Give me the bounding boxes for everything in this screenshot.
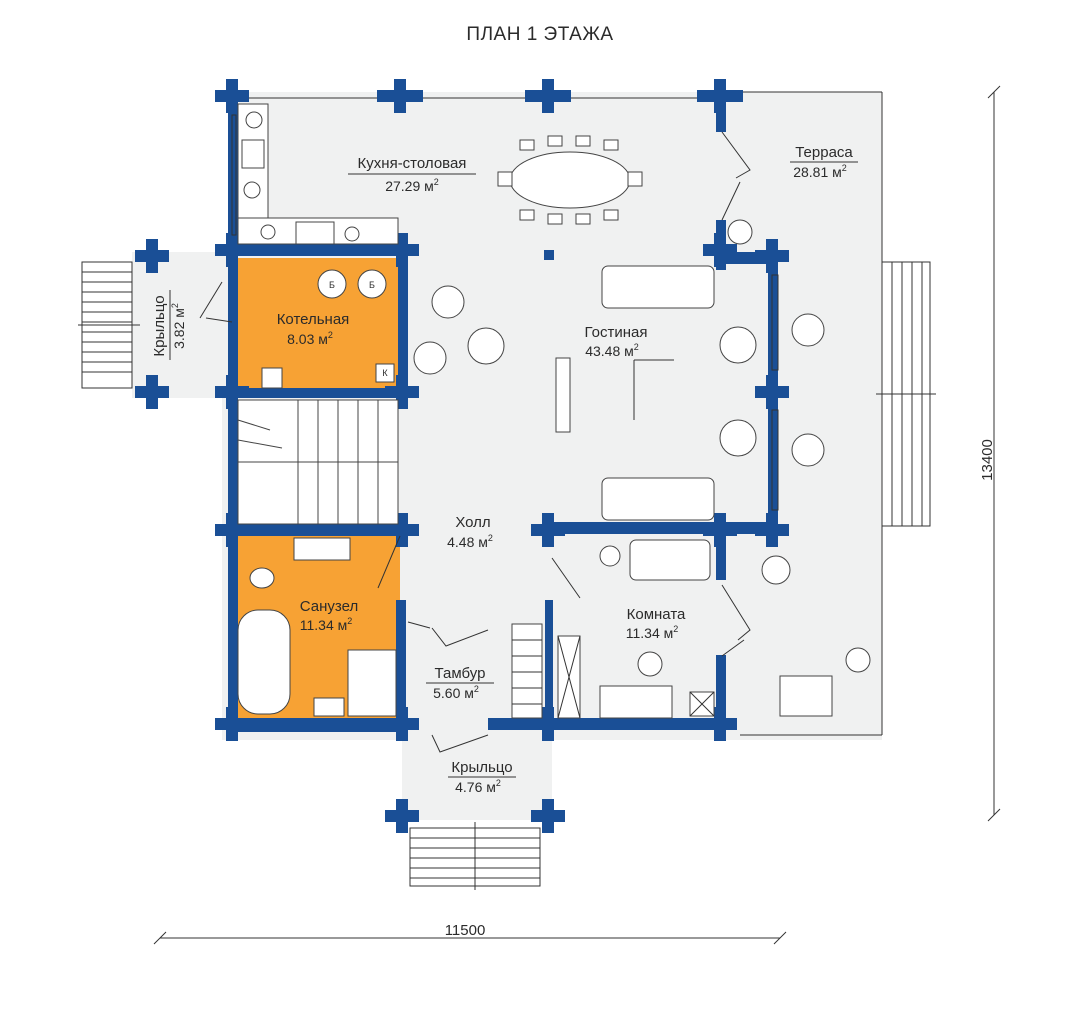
front-porch-area: 4.76 м2 — [455, 778, 501, 795]
room-name: Комната — [627, 606, 686, 623]
bathroom-area: 11.34 м2 — [300, 616, 353, 633]
width-dimension: 11500 — [445, 922, 486, 939]
height-dimension: 13400 — [979, 439, 996, 481]
living-area: 43.48 м2 — [585, 342, 639, 359]
kitchen-furniture — [237, 103, 643, 245]
coffee-table — [555, 357, 571, 433]
boiler-label-1: Б — [329, 280, 335, 290]
front-porch-area — [402, 730, 552, 820]
front-porch-steps — [409, 822, 541, 890]
vestibule-area: 5.60 м2 — [433, 684, 479, 701]
bathroom-name: Санузел — [300, 598, 358, 615]
terrace-steps — [876, 261, 936, 527]
boiler-area: 8.03 м2 — [287, 330, 333, 347]
hall-fixtures — [511, 623, 581, 719]
boiler-label-k: К — [382, 368, 388, 378]
wall-corner-posts — [135, 79, 789, 833]
living-furniture — [413, 265, 757, 521]
kitchen-name: Кухня-столовая — [358, 155, 467, 172]
kitchen-area: 27.29 м2 — [385, 177, 439, 194]
terrace-name: Терраса — [795, 144, 853, 161]
sofa-top — [601, 265, 715, 309]
plan-title: ПЛАН 1 ЭТАЖА — [466, 24, 613, 45]
left-porch-area — [132, 252, 224, 398]
front-porch-name: Крыльцо — [451, 759, 512, 776]
left-porch-steps — [78, 261, 140, 389]
room-area: 11.34 м2 — [626, 624, 679, 641]
bathroom-fixtures — [237, 537, 397, 717]
walls — [226, 92, 778, 735]
dining-table — [509, 151, 631, 209]
vestibule-name: Тамбур — [435, 665, 486, 682]
terrace-furniture — [727, 219, 871, 717]
terrace-area: 28.81 м2 — [793, 163, 847, 180]
room-furniture — [599, 539, 715, 719]
windows — [231, 114, 779, 511]
door-swings — [199, 131, 751, 753]
sofa-bottom — [601, 477, 715, 521]
boiler-name: Котельная — [277, 311, 350, 328]
hall-area: 4.48 м2 — [447, 533, 493, 550]
left-porch-name: Крыльцо — [151, 295, 168, 356]
boiler-equipment — [261, 269, 395, 389]
left-porch-area: 3.82 м2 — [170, 303, 187, 349]
dimension-lines — [153, 85, 1001, 945]
hall-name: Холл — [455, 514, 490, 531]
staircase — [237, 399, 399, 525]
boiler-label-2: Б — [369, 280, 375, 290]
living-name: Гостиная — [585, 324, 648, 341]
